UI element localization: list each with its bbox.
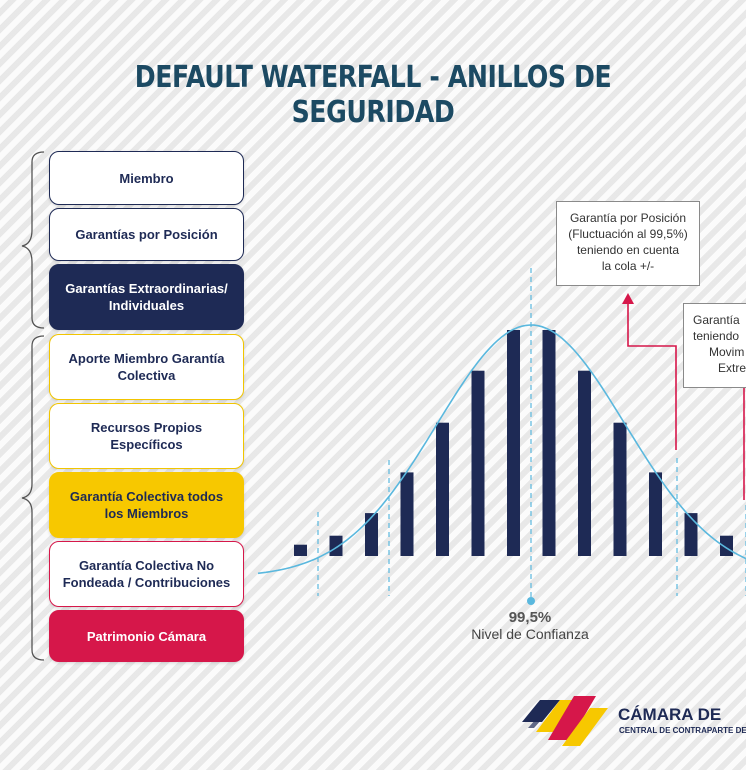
layer-patrimonio-camara: Patrimonio Cámara [49, 610, 244, 662]
camara-logo-icon [522, 696, 608, 746]
bar [684, 513, 698, 556]
layer-label: Recursos Propios Específicos [90, 420, 203, 452]
callout-line: Movim [709, 345, 745, 359]
bar [436, 422, 449, 556]
bar [365, 513, 378, 556]
confidence-dashes [317, 268, 746, 598]
layer-label: Miembro [119, 170, 174, 186]
layer-label: Patrimonio Cámara [86, 628, 207, 644]
callout-line: la cola +/- [601, 259, 655, 273]
bar [294, 544, 307, 556]
layer-garantias-posicion: Garantías por Posición [49, 208, 244, 261]
layer-miembro: Miembro [49, 151, 244, 205]
layer-recursos-propios: Recursos Propios Específicos [49, 403, 244, 469]
confidence-dot [527, 597, 535, 605]
callout-position: Garantía por Posición (Fluctuación al 99… [556, 201, 700, 286]
callout-line: teniendo en cuenta [576, 243, 680, 257]
layer-label: Garantías Extraordinarias/ Individuales [65, 281, 228, 313]
arrow-position-head [622, 293, 634, 304]
logo-name: CÁMARA DE [618, 705, 722, 724]
bar-series [294, 330, 733, 556]
callout-line: teniendo [693, 329, 740, 343]
layer-bracket [21, 151, 45, 661]
confidence-label: Nivel de Confianza [471, 626, 589, 642]
layer-aporte-miembro: Aporte Miembro Garantía Colectiva [49, 334, 244, 400]
confidence-percent: 99,5% [508, 609, 552, 626]
logo-subtitle: CENTRAL DE CONTRAPARTE DE [619, 726, 746, 735]
layer-label: Garantía Colectiva No Fondeada / Contrib… [62, 558, 231, 590]
layer-label: Garantías por Posición [75, 227, 218, 242]
bar [542, 330, 556, 556]
bar [400, 472, 414, 556]
callout-line: (Fluctuación al 99,5%) [568, 227, 688, 241]
page-title: DEFAULT WATERFALL - ANILLOS DE SEGURIDAD [134, 60, 612, 130]
bar [613, 422, 627, 556]
layer-garantias-extraordinarias: Garantías Extraordinarias/ Individuales [49, 264, 244, 330]
bar [649, 472, 662, 556]
callout-line: Garantía por Posición [569, 211, 687, 225]
layer-label: Garantía Colectiva todos los Miembros [69, 489, 224, 521]
layer-garantia-no-fondeada: Garantía Colectiva No Fondeada / Contrib… [49, 541, 244, 607]
arrow-position [627, 302, 677, 450]
callout-extra: Garantía teniendo Movim Extre [683, 303, 746, 388]
callout-line: Garantía [693, 313, 740, 327]
bar [507, 330, 520, 556]
callout-line: Extre [718, 361, 746, 375]
bar [578, 370, 591, 556]
bar [329, 535, 343, 556]
bar [471, 370, 485, 556]
normal-curve [257, 324, 746, 575]
layer-label: Aporte Miembro Garantía Colectiva [68, 351, 225, 383]
layer-garantia-colectiva: Garantía Colectiva todos los Miembros [49, 472, 244, 538]
